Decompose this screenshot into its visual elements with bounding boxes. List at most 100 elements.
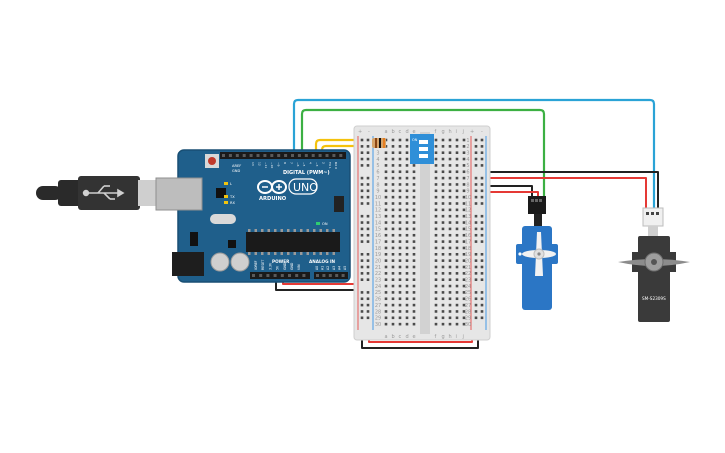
breadboard-hole[interactable] [391, 253, 395, 256]
breadboard-hole[interactable] [441, 145, 445, 148]
rail-hole[interactable] [360, 253, 364, 256]
breadboard-hole[interactable] [462, 145, 466, 148]
breadboard-hole[interactable] [441, 138, 445, 142]
header-pin[interactable] [325, 154, 329, 157]
rail-hole[interactable] [366, 272, 370, 275]
breadboard-hole[interactable] [412, 183, 416, 186]
breadboard-hole[interactable] [398, 278, 402, 281]
breadboard-hole[interactable] [412, 303, 416, 307]
breadboard-hole[interactable] [434, 278, 438, 281]
breadboard-hole[interactable] [405, 246, 409, 250]
rail-hole[interactable] [366, 265, 370, 269]
rail-hole[interactable] [474, 310, 478, 313]
rail-hole[interactable] [360, 297, 364, 301]
rail-hole[interactable] [360, 303, 364, 307]
header-pin[interactable] [318, 154, 322, 157]
header-pin[interactable] [284, 154, 288, 157]
breadboard-hole[interactable] [441, 240, 445, 243]
breadboard-hole[interactable] [384, 278, 388, 281]
breadboard-hole[interactable] [412, 265, 416, 269]
breadboard-hole[interactable] [448, 214, 452, 218]
breadboard-hole[interactable] [398, 310, 402, 313]
header-pin[interactable] [228, 154, 232, 157]
breadboard-hole[interactable] [441, 253, 445, 256]
rail-hole[interactable] [360, 265, 364, 269]
rail-hole[interactable] [474, 297, 478, 301]
breadboard-hole[interactable] [462, 259, 466, 262]
breadboard-hole[interactable] [441, 284, 445, 288]
breadboard-hole[interactable] [455, 278, 459, 281]
breadboard-hole[interactable] [441, 195, 445, 199]
rail-hole[interactable] [366, 214, 370, 218]
breadboard-hole[interactable] [384, 259, 388, 262]
breadboard-hole[interactable] [441, 265, 445, 269]
breadboard-hole[interactable] [391, 265, 395, 269]
breadboard-hole[interactable] [448, 253, 452, 256]
rail-hole[interactable] [474, 176, 478, 180]
breadboard-hole[interactable] [434, 297, 438, 301]
wire-yellow-1[interactable] [314, 138, 382, 162]
rail-hole[interactable] [480, 316, 484, 320]
breadboard-hole[interactable] [384, 316, 388, 320]
rail-hole[interactable] [360, 176, 364, 180]
breadboard-hole[interactable] [405, 297, 409, 301]
header-pin[interactable] [302, 274, 306, 277]
breadboard-hole[interactable] [455, 208, 459, 212]
breadboard-hole[interactable] [391, 151, 395, 154]
rail-hole[interactable] [366, 278, 370, 281]
breadboard-hole[interactable] [448, 297, 452, 301]
breadboard-hole[interactable] [391, 157, 395, 161]
header-pin[interactable] [252, 274, 255, 277]
breadboard-hole[interactable] [462, 195, 466, 199]
breadboard-hole[interactable] [391, 303, 395, 307]
breadboard-hole[interactable] [434, 157, 438, 161]
breadboard-hole[interactable] [462, 183, 466, 186]
breadboard-hole[interactable] [405, 202, 409, 205]
breadboard-hole[interactable] [398, 170, 402, 174]
breadboard-hole[interactable] [434, 291, 438, 294]
breadboard-hole[interactable] [391, 221, 395, 224]
rail-hole[interactable] [366, 291, 370, 294]
breadboard-hole[interactable] [455, 221, 459, 224]
breadboard-hole[interactable] [391, 214, 395, 218]
breadboard-hole[interactable] [384, 272, 388, 275]
breadboard-hole[interactable] [448, 157, 452, 161]
rail-hole[interactable] [474, 183, 478, 186]
wire-red-servo-large[interactable] [479, 177, 647, 211]
breadboard-hole[interactable] [441, 176, 445, 180]
breadboard-hole[interactable] [412, 233, 416, 237]
header-pin[interactable] [341, 274, 345, 277]
breadboard-hole[interactable] [462, 246, 466, 250]
breadboard-hole[interactable] [384, 145, 388, 148]
breadboard-hole[interactable] [441, 214, 445, 218]
rail-hole[interactable] [480, 176, 484, 180]
rail-hole[interactable] [474, 291, 478, 294]
header-pin[interactable] [256, 154, 260, 157]
dip-toggle-3[interactable] [419, 154, 428, 158]
rail-hole[interactable] [474, 265, 478, 269]
breadboard-hole[interactable] [441, 164, 445, 167]
header-pin[interactable] [263, 154, 267, 157]
breadboard-hole[interactable] [441, 316, 445, 320]
rail-hole[interactable] [366, 164, 370, 167]
breadboard-hole[interactable] [434, 214, 438, 218]
rail-hole[interactable] [474, 214, 478, 218]
breadboard-hole[interactable] [398, 265, 402, 269]
breadboard-hole[interactable] [462, 278, 466, 281]
rail-hole[interactable] [366, 240, 370, 243]
breadboard-hole[interactable] [405, 240, 409, 243]
rail-hole[interactable] [480, 164, 484, 167]
breadboard-hole[interactable] [405, 138, 409, 142]
breadboard-hole[interactable] [405, 310, 409, 313]
wire-black-servo-small[interactable] [479, 185, 533, 199]
breadboard-hole[interactable] [405, 278, 409, 281]
breadboard-hole[interactable] [448, 164, 452, 167]
breadboard-hole[interactable] [462, 164, 466, 167]
breadboard-hole[interactable] [448, 227, 452, 231]
header-pin[interactable] [222, 154, 225, 157]
breadboard-hole[interactable] [398, 183, 402, 186]
breadboard-hole[interactable] [398, 145, 402, 148]
breadboard-hole[interactable] [434, 202, 438, 205]
rail-hole[interactable] [360, 221, 364, 224]
breadboard-hole[interactable] [441, 278, 445, 281]
